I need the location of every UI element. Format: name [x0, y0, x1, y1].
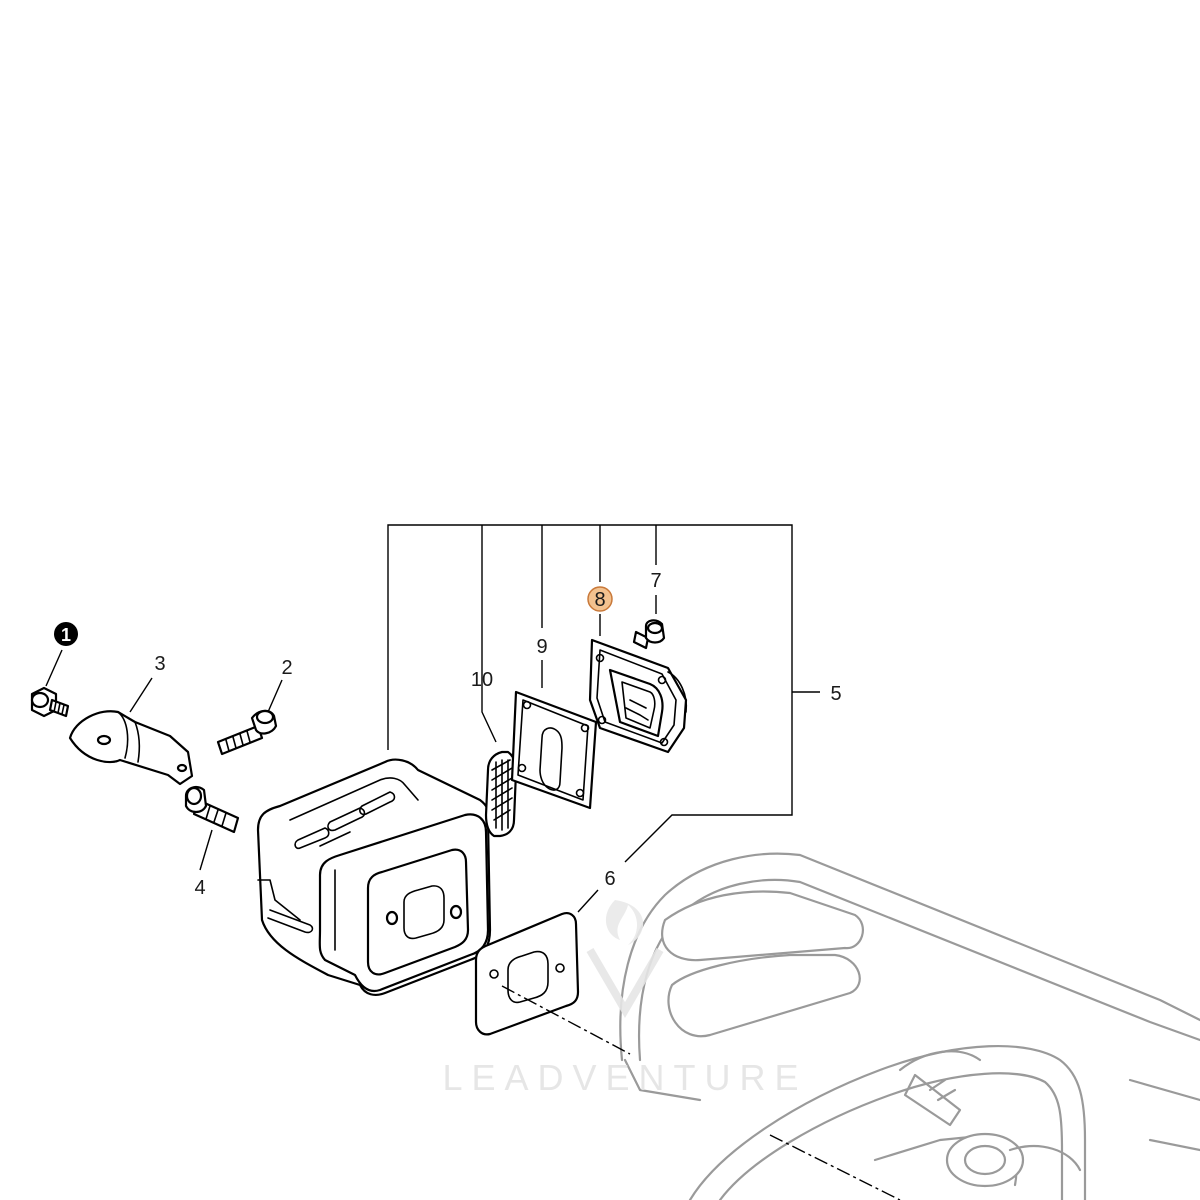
callout-2-label[interactable]: 2	[281, 657, 292, 679]
assembly-bracket	[387, 524, 820, 913]
callout-8[interactable]: 8	[587, 586, 613, 612]
callout-6-label[interactable]: 6	[604, 868, 615, 890]
assembly-axis-line	[501, 985, 631, 1055]
gasket-part-9[interactable]	[510, 690, 598, 810]
bolt-part-2[interactable]	[216, 709, 278, 756]
bolt-part-1[interactable]	[30, 686, 70, 718]
watermark-text: LEADVENTURE	[442, 1057, 807, 1098]
callout-10-label[interactable]: 10	[471, 669, 493, 691]
callout-1[interactable]: 1	[54, 622, 78, 646]
callout-7-label[interactable]: 7	[650, 570, 661, 592]
callout-5-label[interactable]: 5	[830, 683, 841, 705]
cover-plate-part-8[interactable]	[588, 638, 688, 754]
callout-8-label: 8	[594, 589, 605, 611]
bracket-part-3[interactable]	[68, 710, 194, 786]
leader-lines	[45, 649, 283, 871]
gasket-part-6[interactable]	[474, 912, 580, 1036]
callout-1-label: 1	[61, 625, 71, 645]
callout-4-label[interactable]: 4	[194, 877, 205, 899]
callout-9-label[interactable]: 9	[536, 636, 547, 658]
muffler-body[interactable]	[256, 758, 492, 996]
spark-screen-part-10[interactable]	[484, 750, 518, 838]
callout-3-label[interactable]: 3	[154, 653, 165, 675]
screw-part-7[interactable]	[632, 619, 666, 650]
callout-8-highlight	[587, 586, 613, 612]
watermark-logo: LEADVENTURE	[442, 900, 807, 1098]
callout-1-badge	[54, 622, 78, 646]
chainsaw-handle-ghost	[619, 852, 1200, 1200]
assembly-axis-line-2	[769, 1134, 901, 1200]
bolt-part-4[interactable]	[184, 786, 240, 834]
